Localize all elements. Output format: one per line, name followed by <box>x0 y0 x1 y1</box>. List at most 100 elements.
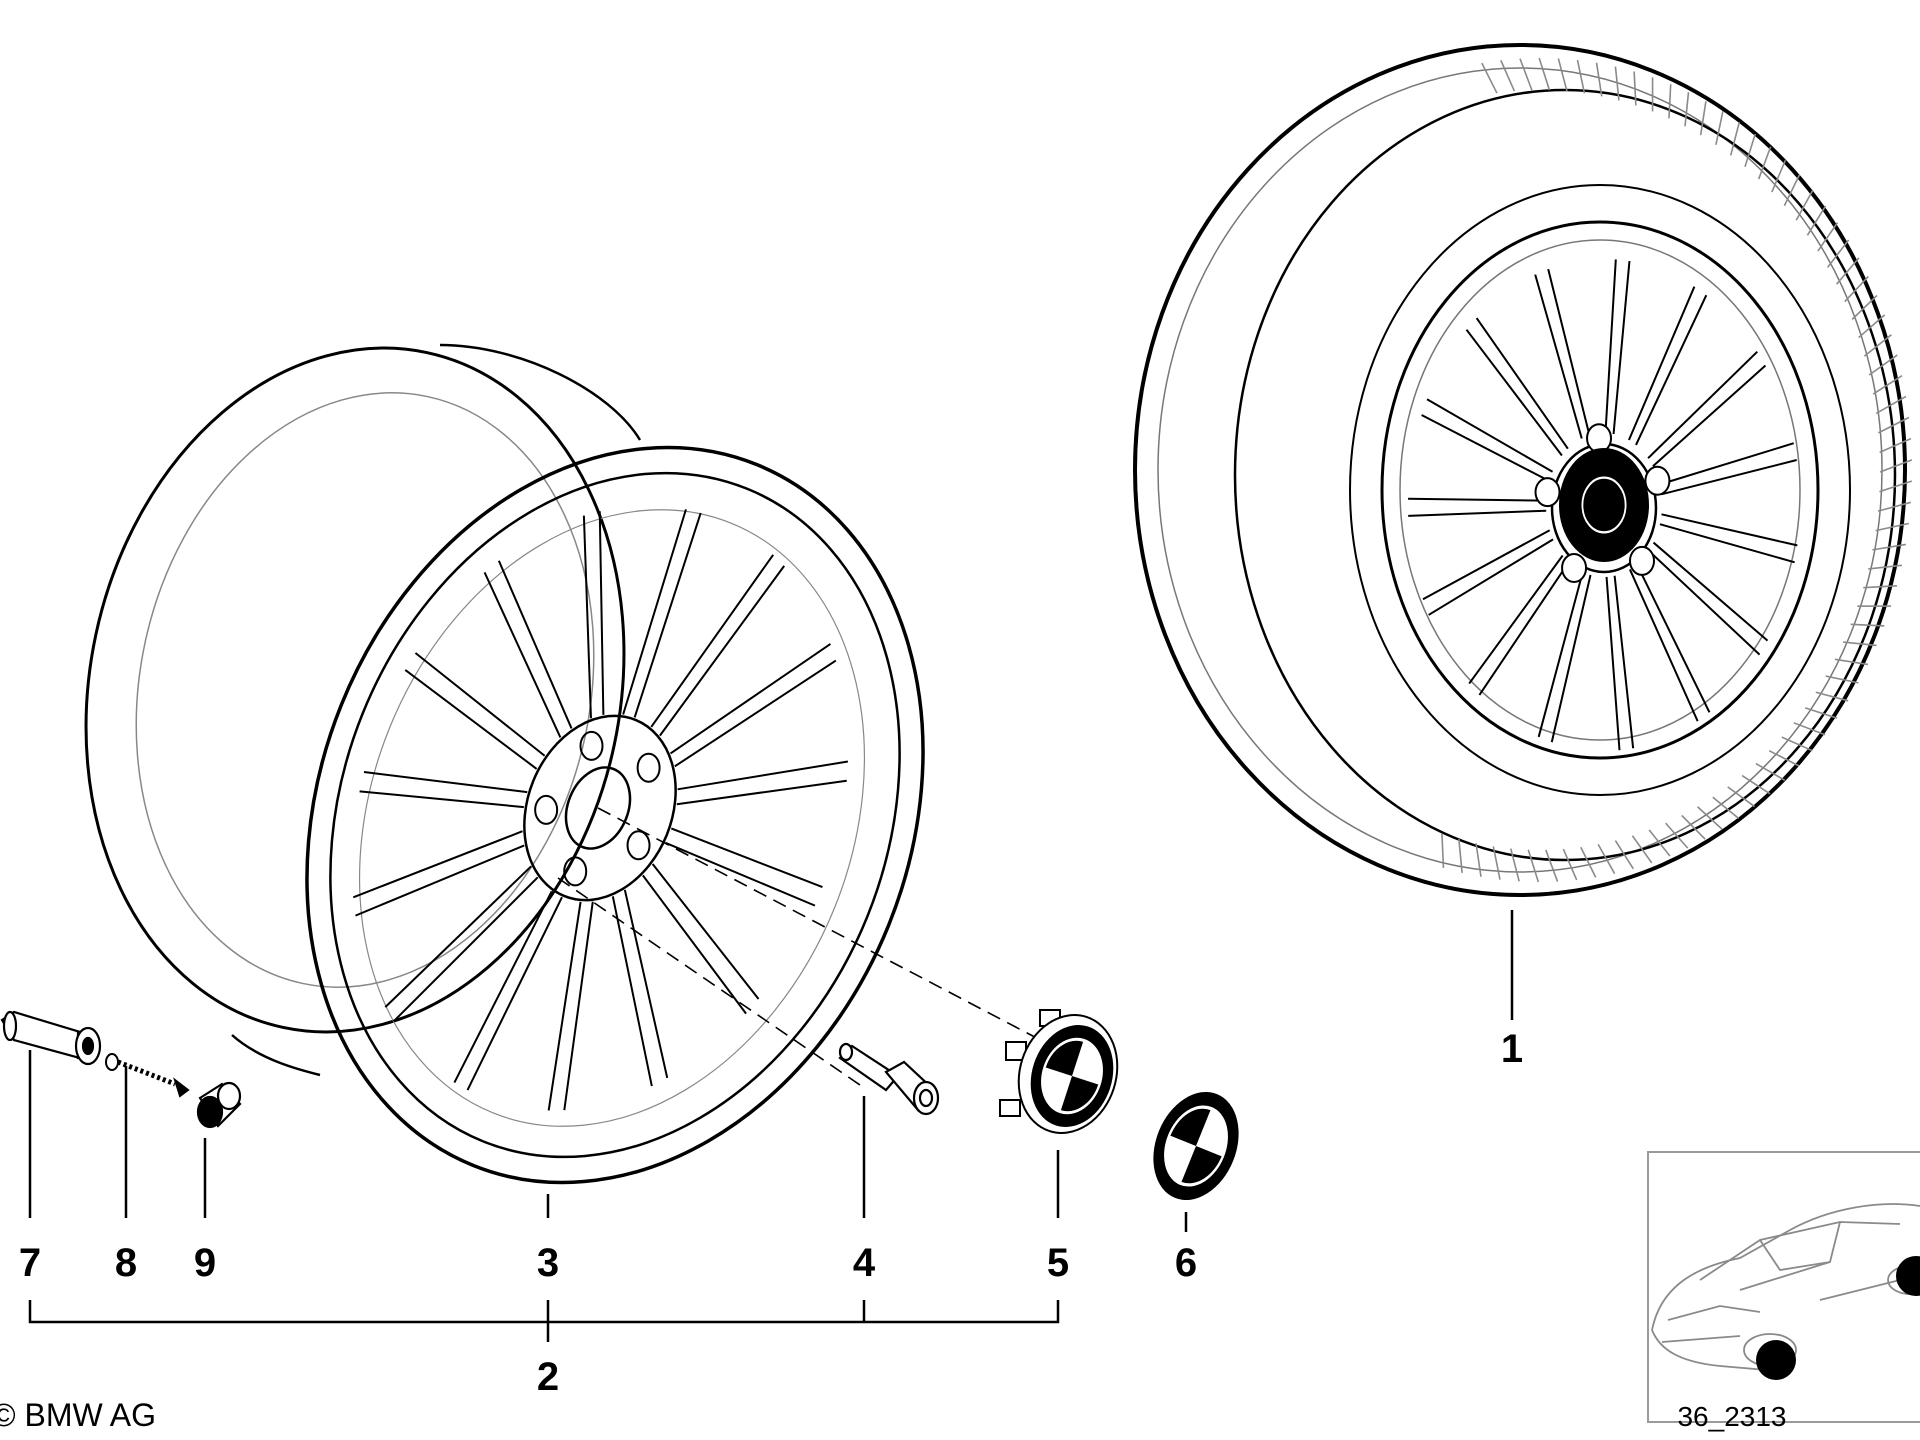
tread-block <box>1481 62 1498 94</box>
tread-block <box>1614 840 1634 870</box>
rim-spoke <box>453 890 563 1091</box>
tread-block <box>1868 354 1898 376</box>
wheel-spoke <box>1605 575 1635 751</box>
rim-spoke <box>404 652 546 770</box>
tread-block <box>1879 437 1912 454</box>
tread-block <box>1665 822 1689 849</box>
rim-spoke <box>352 830 525 917</box>
tread-block <box>1729 121 1741 156</box>
tread-block <box>1684 92 1690 127</box>
tread-block <box>1878 416 1910 434</box>
bmw-roundel-icon <box>1136 1077 1256 1215</box>
wheel-spoke <box>1422 529 1554 616</box>
tread-block <box>1715 111 1724 145</box>
callout-4: 4 <box>853 1241 876 1285</box>
rim-bolt-hole <box>563 856 588 887</box>
callout-7: 7 <box>19 1241 41 1285</box>
wheel-spoke <box>1604 259 1631 435</box>
rim-bolt-hole <box>636 752 661 783</box>
tread-block <box>1872 543 1906 551</box>
tread-block <box>1727 786 1756 808</box>
rim-spoke <box>582 511 605 719</box>
rim-bolt-hole <box>534 794 559 825</box>
rim-spoke <box>642 863 760 1015</box>
bmw-roundel-icon <box>1574 467 1634 543</box>
tread-block <box>1614 66 1620 101</box>
wheel-bolt-head <box>1534 477 1561 508</box>
wheel-bolt-head <box>1561 552 1588 583</box>
wheel-spoke <box>1534 268 1591 439</box>
tread-block <box>1597 844 1616 875</box>
tread-block <box>1877 501 1912 512</box>
tread-block <box>1458 838 1463 873</box>
tread-block <box>1668 84 1672 119</box>
wheel-bolt-head <box>1628 545 1655 576</box>
wheel-spoke <box>1628 286 1708 446</box>
wheel-spoke <box>1468 554 1570 696</box>
tread-block <box>1768 749 1800 767</box>
tread-block <box>1696 806 1723 830</box>
tread-block <box>1441 833 1445 868</box>
wheel-spoke <box>1408 497 1547 517</box>
tread-block <box>1712 796 1740 819</box>
tread-block <box>1755 762 1786 781</box>
tread-block <box>1826 239 1850 268</box>
tread-block <box>1538 57 1551 91</box>
tread-block <box>1475 843 1482 877</box>
tread-block <box>1850 623 1885 627</box>
tread-block <box>1545 849 1559 882</box>
wheel-spoke <box>1659 513 1798 564</box>
tread-block <box>1879 480 1913 493</box>
tread-block <box>1595 62 1603 97</box>
tread-block <box>1500 59 1516 92</box>
tread-block <box>1868 564 1903 570</box>
rim-bolt-hole <box>626 830 651 861</box>
tread-block <box>1580 846 1597 878</box>
callout-9: 9 <box>194 1241 216 1285</box>
tread-block <box>1843 641 1877 647</box>
tread-block <box>1804 707 1838 719</box>
tread-block <box>1851 294 1878 320</box>
callout-8: 8 <box>115 1241 137 1285</box>
tyre-valve <box>0 1010 102 1066</box>
callout-2: 2 <box>537 1355 559 1399</box>
callout-1: 1 <box>1501 1027 1523 1071</box>
tread-block <box>1519 58 1533 91</box>
car-silhouette-icon <box>1651 1203 1920 1373</box>
tread-block <box>1834 658 1869 666</box>
wheel-spoke <box>1537 571 1592 743</box>
vehicle-location-thumbnail: 36_2313 <box>1647 1151 1920 1432</box>
wheel-spoke <box>1628 563 1711 722</box>
tread-block <box>1795 189 1814 221</box>
tread-block <box>1817 222 1839 252</box>
tread-block <box>1806 205 1827 236</box>
rim-spoke <box>611 889 669 1087</box>
alignment-line-cap <box>597 807 1051 1046</box>
tread-block <box>1492 846 1501 880</box>
copyright-text: © BMW AG <box>0 1397 156 1433</box>
figure-code: 36_2313 <box>1677 1401 1786 1432</box>
tread-block <box>1863 585 1898 589</box>
tread-block <box>1527 849 1540 883</box>
tread-block <box>1631 835 1653 864</box>
rim-spoke <box>622 509 702 718</box>
complete-wheel <box>1133 43 1913 897</box>
light-alloy-rim <box>84 343 925 1185</box>
tread-block <box>1633 71 1637 106</box>
tread-block <box>1557 58 1568 92</box>
tread-block <box>1757 146 1772 180</box>
valve-core <box>105 1053 190 1098</box>
wheel-spoke <box>1659 442 1797 496</box>
tread-block <box>1562 848 1578 881</box>
tread-block <box>1744 133 1757 168</box>
tread-block <box>1648 829 1671 857</box>
tread-block <box>1681 814 1706 840</box>
rim-spoke <box>483 560 573 738</box>
callout-5: 5 <box>1047 1241 1069 1285</box>
callout-3: 3 <box>537 1241 559 1285</box>
tread-block <box>1509 848 1520 882</box>
tread-block <box>1741 774 1771 795</box>
wheel-spoke <box>1465 317 1569 457</box>
tread-block <box>1771 160 1787 193</box>
tread-block <box>1858 314 1886 339</box>
